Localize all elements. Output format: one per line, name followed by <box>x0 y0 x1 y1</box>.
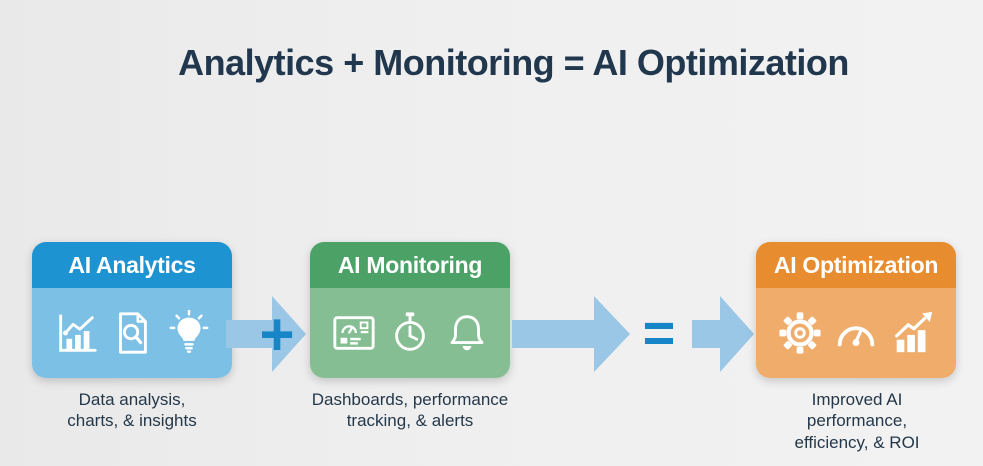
gear-icon <box>778 312 821 354</box>
flow-arrow-2 <box>512 296 630 372</box>
lightbulb-icon <box>169 310 208 353</box>
gauge-icon <box>837 326 875 347</box>
card-ai-optimization-body <box>756 288 956 378</box>
caption-ai-monitoring: Dashboards, performance tracking, & aler… <box>311 390 509 431</box>
growth-chart-icon <box>894 311 932 353</box>
diagram-title: Analytics + Monitoring = AI Optimization <box>178 42 849 83</box>
card-ai-monitoring: AI Monitoring <box>310 242 510 378</box>
plus-operator: + <box>259 300 295 368</box>
flow-arrow-1 <box>226 296 306 372</box>
card-ai-monitoring-body <box>310 288 510 378</box>
document-search-icon <box>119 312 147 354</box>
card-ai-analytics-label: AI Analytics <box>68 251 196 278</box>
caption-ai-analytics: Data analysis, charts, & insights <box>67 390 197 431</box>
flow-arrow-3 <box>692 296 754 372</box>
equals-operator: = <box>642 300 676 364</box>
card-ai-optimization-label: AI Optimization <box>773 251 939 278</box>
card-ai-analytics-body <box>32 288 232 378</box>
card-ai-monitoring-label: AI Monitoring <box>337 251 483 278</box>
card-ai-optimization-header: AI Optimization <box>756 242 956 288</box>
stopwatch-icon <box>395 312 425 351</box>
card-ai-analytics-header: AI Analytics <box>32 242 232 288</box>
bar-chart-icon <box>58 314 97 352</box>
card-ai-optimization: AI Optimization <box>756 242 956 378</box>
bell-icon <box>450 315 483 351</box>
card-ai-analytics: AI Analytics <box>32 242 232 378</box>
caption-ai-optimization: Improved AI performance, efficiency, & R… <box>794 390 920 452</box>
dashboard-icon <box>332 316 375 350</box>
card-ai-monitoring-header: AI Monitoring <box>310 242 510 288</box>
